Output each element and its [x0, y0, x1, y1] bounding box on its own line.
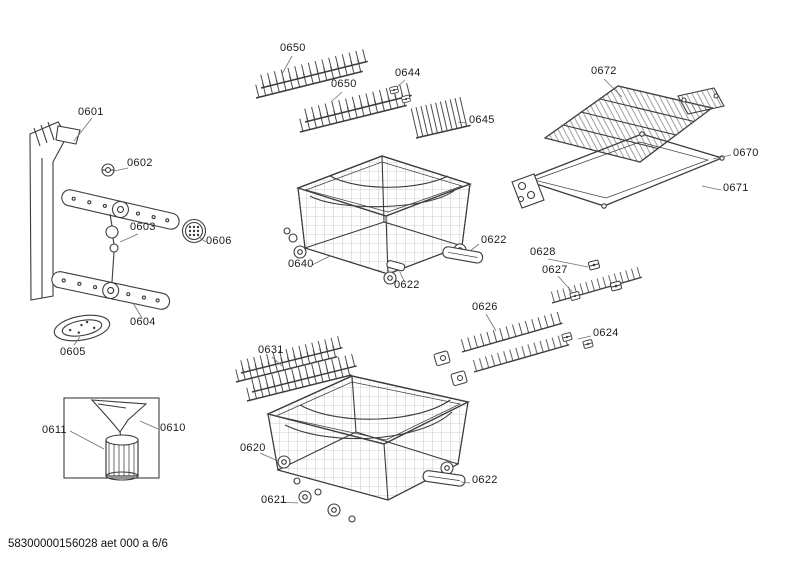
- part-label-0670: 0670: [733, 147, 759, 159]
- part-label-0645: 0645: [469, 114, 495, 126]
- folding-tines-group: [433, 259, 643, 386]
- part-label-0611: 0611: [42, 424, 67, 436]
- part-label-0620: 0620: [240, 442, 266, 454]
- roller-bracket: [511, 173, 545, 209]
- part-label-0622-a: 0622: [481, 234, 507, 246]
- part-label-0622-b: 0622: [394, 279, 420, 291]
- cup-shelf-assembly: [511, 85, 725, 209]
- document-reference-number: 58300000156028 aet 000 a 6/6: [8, 538, 168, 550]
- part-label-0610: 0610: [160, 422, 186, 434]
- part-label-0601: 0601: [78, 106, 104, 118]
- part-label-0627: 0627: [542, 264, 568, 276]
- part-label-0671: 0671: [723, 182, 749, 194]
- basket-handle-cap: [442, 246, 484, 264]
- basket-cap-small: [386, 260, 406, 272]
- part-label-0631: 0631: [258, 344, 284, 356]
- part-label-0621: 0621: [261, 494, 287, 506]
- leader-lines: [69, 55, 732, 504]
- basket-handle-cap: [422, 470, 466, 487]
- part-label-0628: 0628: [530, 246, 556, 258]
- part-label-0605: 0605: [60, 346, 86, 358]
- lower-basket: [265, 375, 471, 523]
- perforated-disc: [181, 218, 207, 244]
- part-label-0606: 0606: [206, 235, 232, 247]
- part-label-0624: 0624: [593, 327, 619, 339]
- part-label-0602: 0602: [127, 157, 153, 169]
- upper-basket: [283, 155, 484, 285]
- filter-assembly: [63, 397, 160, 481]
- spray-arm-assembly: [29, 121, 207, 342]
- part-label-0672: 0672: [591, 65, 617, 77]
- tine-rows-top: [252, 48, 413, 133]
- part-label-0622-c: 0622: [472, 474, 498, 486]
- part-label-0650-b: 0650: [331, 78, 357, 90]
- part-label-0626: 0626: [472, 301, 498, 313]
- part-label-0640: 0640: [288, 258, 314, 270]
- clip-and-rack-group: [388, 85, 471, 139]
- part-label-0650-a: 0650: [280, 42, 306, 54]
- part-label-0644: 0644: [395, 67, 421, 79]
- part-label-0604: 0604: [130, 316, 156, 328]
- part-label-0603: 0603: [130, 221, 156, 233]
- tine-rack: [409, 96, 471, 139]
